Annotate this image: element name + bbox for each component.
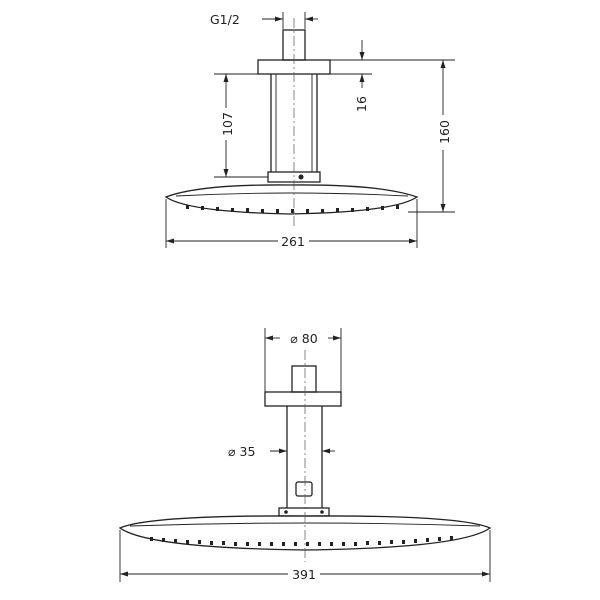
front-shower-head-profile <box>118 515 492 551</box>
shower-head-profile <box>164 184 419 215</box>
pipe-diameter-label: ⌀ 35 <box>228 444 255 459</box>
width-label: 391 <box>292 567 316 582</box>
total-height-dimension: 160 <box>330 59 455 213</box>
side-nozzles <box>186 205 399 213</box>
depth-label: 261 <box>281 234 305 249</box>
shower-arm <box>270 74 318 172</box>
thread-label: G1/2 <box>210 12 240 27</box>
width-dimension: 391 <box>119 530 491 582</box>
depth-dimension: 261 <box>165 199 418 249</box>
flange-thickness-dimension: 16 <box>330 40 372 112</box>
front-shower-arm <box>286 406 323 508</box>
front-ceiling-flange <box>264 391 342 407</box>
flange-diameter-label: ⌀ 80 <box>290 331 317 346</box>
pipe-diameter-dimension: ⌀ 35 <box>228 444 335 459</box>
side-view: G1/2 16 107 <box>164 12 455 249</box>
flange-diameter-dimension: ⌀ 80 <box>264 328 342 392</box>
arm-length-label: 107 <box>220 112 235 136</box>
front-view: ⌀ 80 ⌀ 35 391 <box>118 328 492 582</box>
total-height-label: 160 <box>437 120 452 144</box>
front-nozzles <box>150 536 453 546</box>
arm-length-dimension: 107 <box>214 73 268 178</box>
front-arm-slot <box>295 481 313 497</box>
flange-thickness-label: 16 <box>354 96 369 112</box>
front-thread-connector <box>291 365 317 393</box>
thread-dimension: G1/2 <box>210 12 318 29</box>
